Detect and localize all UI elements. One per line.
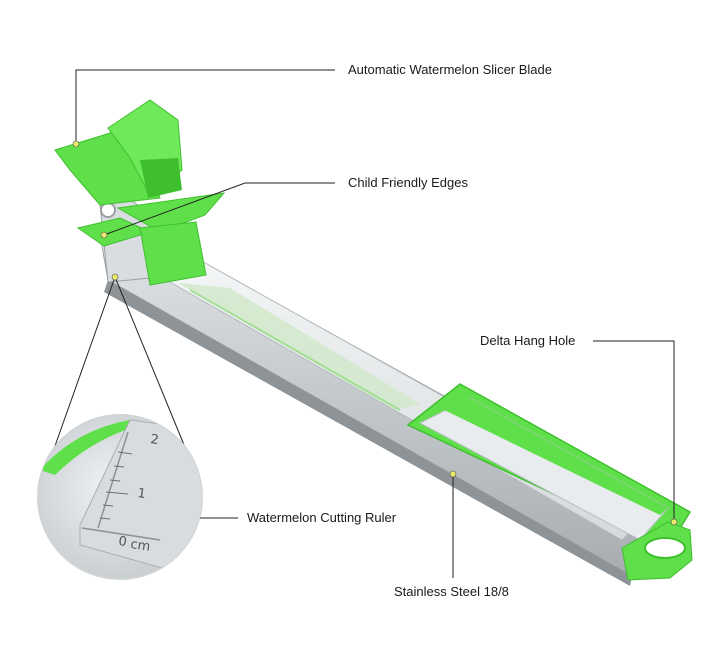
leader-blade [75, 69, 335, 144]
marker-edges [100, 231, 108, 239]
ruler-zoom: 2 1 0 cm [37, 414, 203, 580]
callout-steel-label: Stainless Steel 18/8 [394, 584, 509, 599]
marker-blade [72, 140, 80, 148]
callout-blade-label: Automatic Watermelon Slicer Blade [348, 62, 552, 77]
inner-blade [178, 283, 420, 411]
zoom-connector-right [114, 276, 190, 458]
ruler-unit: cm [129, 537, 151, 555]
marker-hang-hole [670, 518, 678, 526]
ruler-mark-0: 0 [117, 534, 127, 550]
marker-ruler [111, 273, 119, 281]
callout-markers [72, 140, 678, 526]
callout-edges-label: Child Friendly Edges [348, 175, 468, 190]
leader-lines [75, 69, 675, 578]
callout-hang-hole-label: Delta Hang Hole [480, 333, 576, 348]
zoom-connector-left [49, 276, 116, 461]
leader-edges [103, 182, 335, 236]
callout-ruler-label: Watermelon Cutting Ruler [247, 510, 397, 525]
ruler-mark-2: 2 [149, 432, 159, 448]
marker-steel [449, 470, 457, 478]
green-handle [406, 383, 693, 581]
ruler-mark-1: 1 [136, 486, 146, 502]
leader-hang-hole [593, 340, 675, 520]
slicer-head [54, 99, 226, 286]
hang-hole [644, 537, 686, 559]
